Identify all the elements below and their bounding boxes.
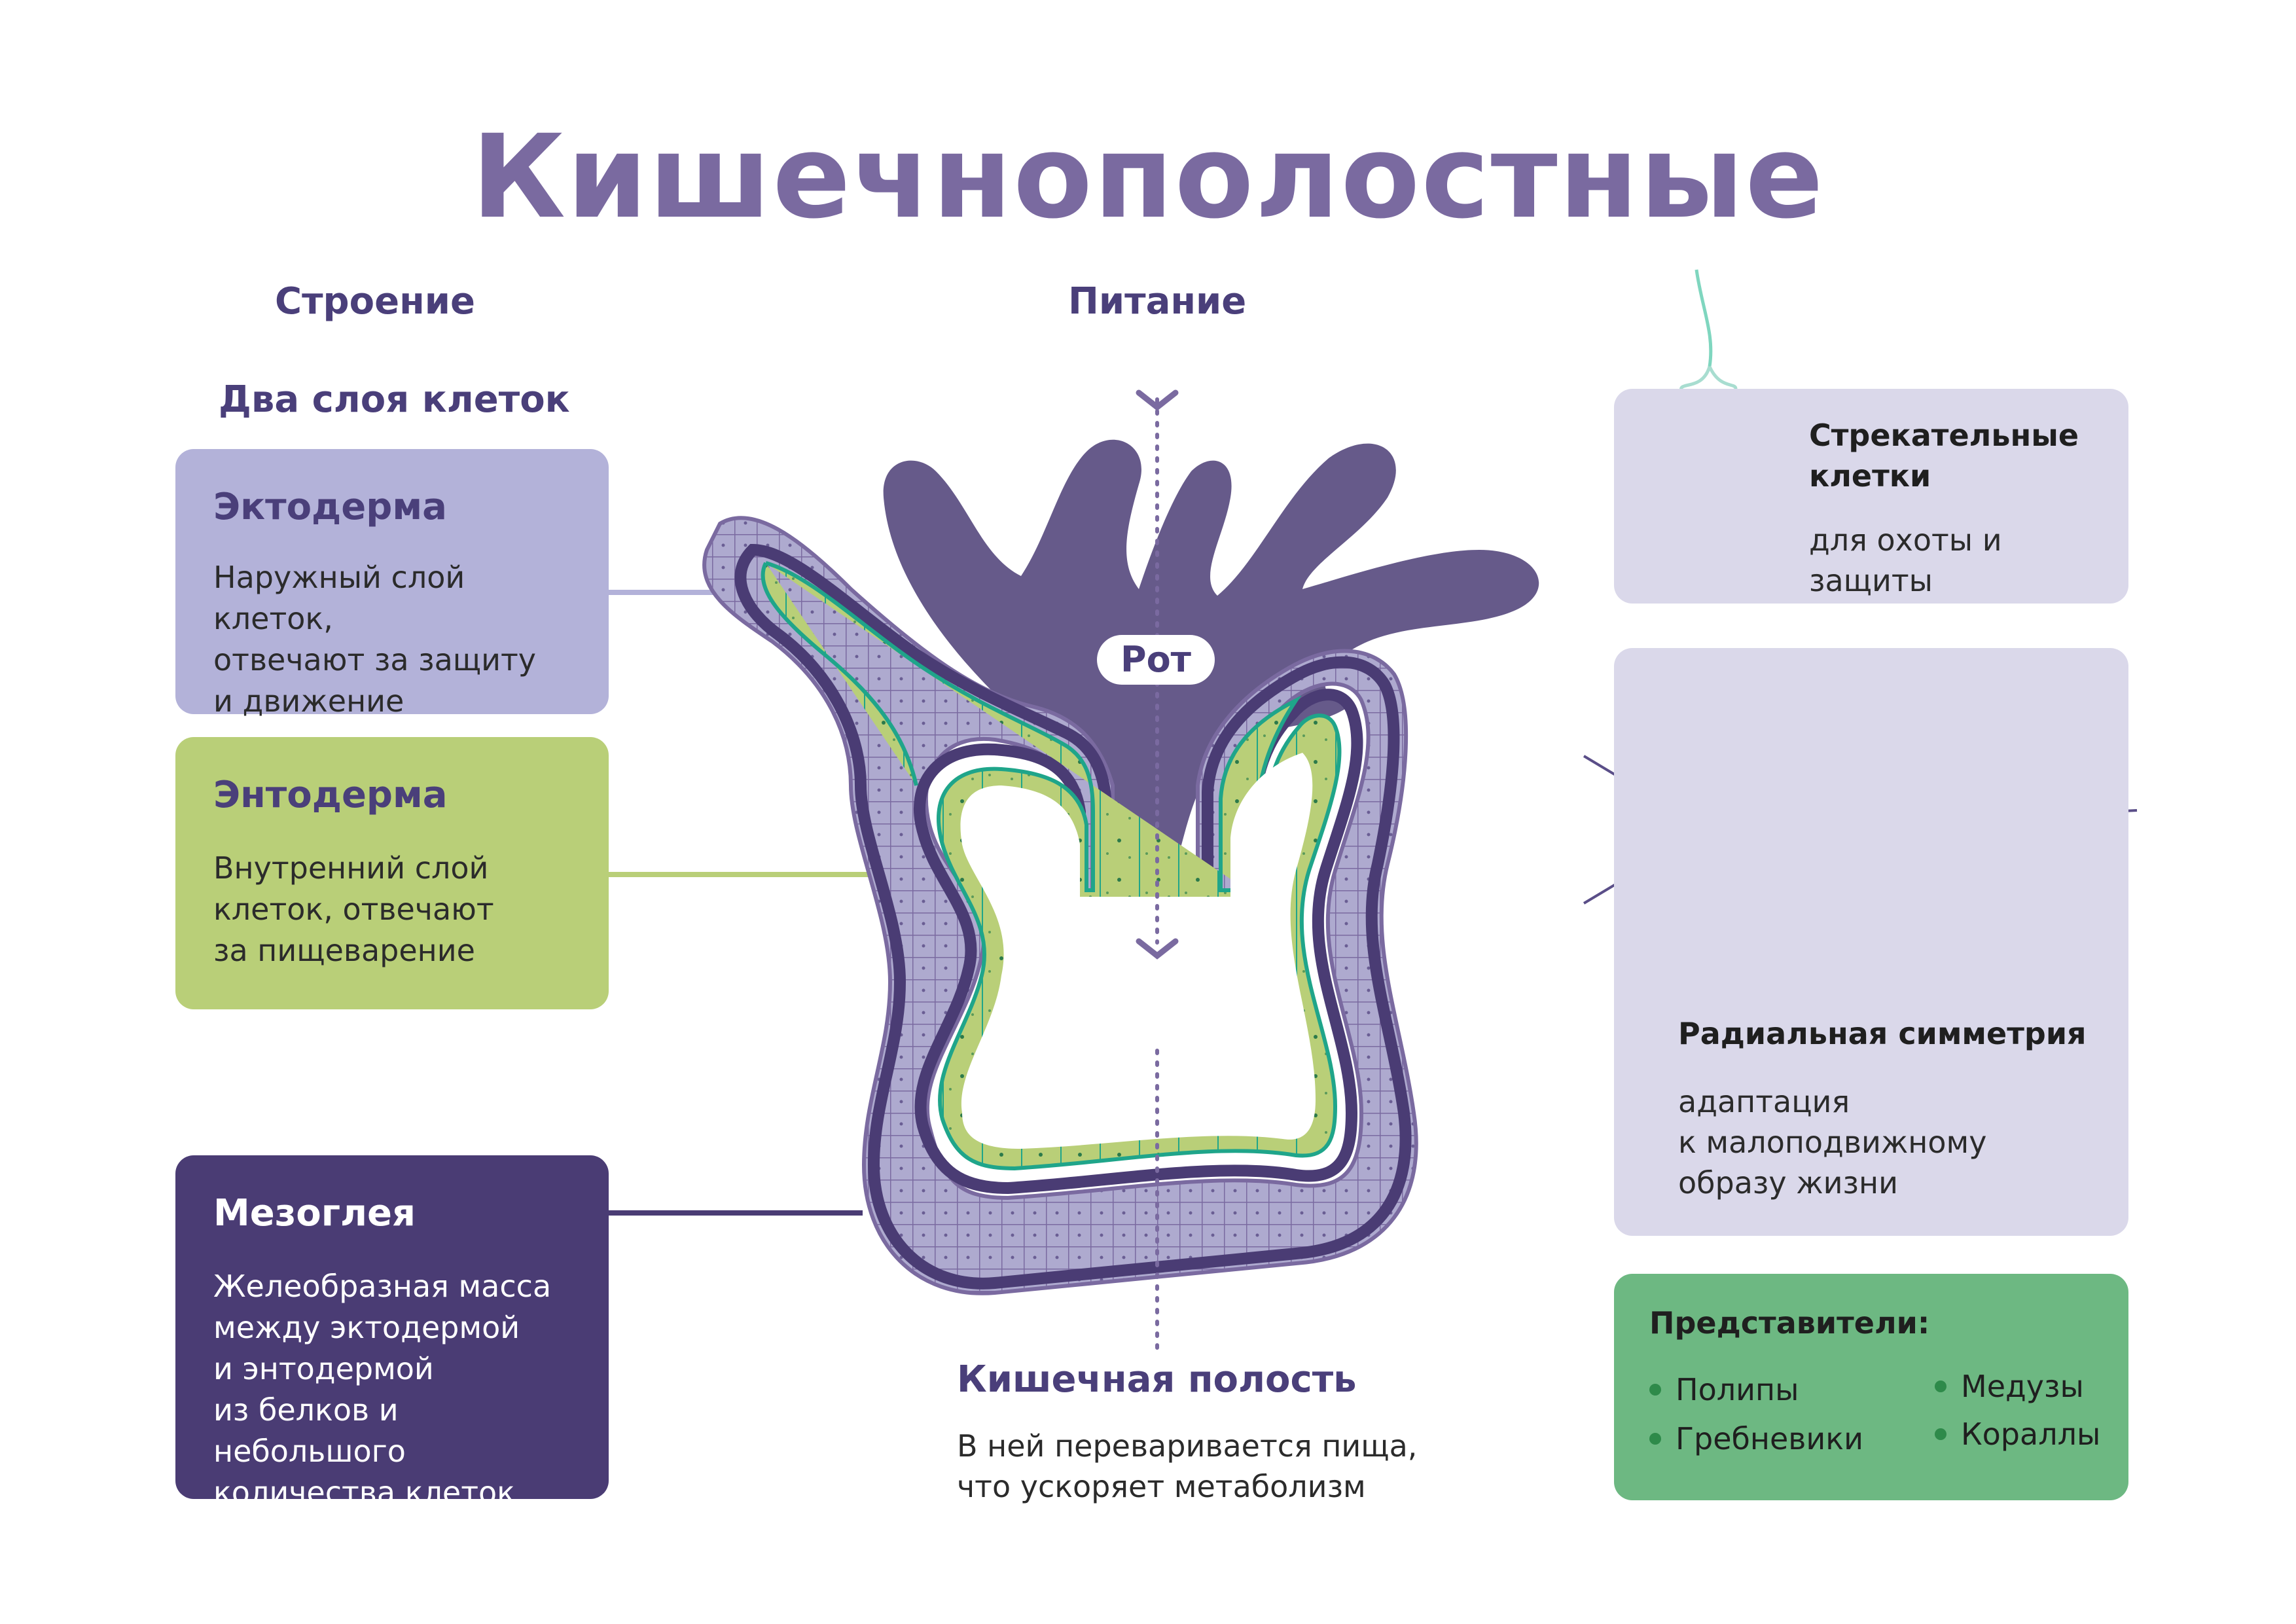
page-title: Кишечнополостные: [471, 110, 1825, 244]
stinging-text: для охоты и защиты: [1809, 522, 2002, 598]
stinging-title-1: Стрекательные: [1809, 418, 2079, 453]
stinging-cells-card: Стрекательные клетки для охоты и защиты: [1614, 389, 2128, 604]
representatives-card: Представители: Полипы Гребневики Медузы …: [1614, 1274, 2128, 1500]
section-nutrition: Питание: [1068, 280, 1247, 323]
endoderm-text-2: клеток, отвечают: [213, 892, 494, 927]
cavity-text-1: В ней переваривается пища,: [957, 1428, 1418, 1464]
section-structure: Строение: [275, 280, 476, 323]
representatives-title: Представители:: [1649, 1305, 1930, 1341]
mesoglea-card: Мезоглея Желеобразная масса между эктоде…: [175, 1155, 609, 1510]
rep-item-ctenophores: Гребневики: [1649, 1421, 1863, 1456]
endoderm-title: Энтодерма: [213, 774, 448, 816]
mesoglea-text-5: количества клеток: [213, 1475, 515, 1510]
mesoglea-text-3: и энтодермой: [213, 1351, 434, 1386]
radial-title: Радиальная симметрия: [1678, 1016, 2087, 1051]
ectoderm-text-1: Наружный слой клеток,: [213, 560, 465, 636]
rep-item-corals: Кораллы: [1935, 1416, 2100, 1452]
mesoglea-layer: [734, 543, 1412, 1290]
cavity-title: Кишечная полость: [957, 1358, 1357, 1401]
mesoglea-title: Мезоглея: [213, 1192, 416, 1235]
mesoglea-text-2: между эктодермой: [213, 1310, 520, 1345]
endoderm-text-1: Внутренний слой: [213, 850, 489, 886]
radial-symmetry-card: Радиальная симметрия адаптация к малопод…: [1614, 648, 2128, 1236]
radial-text-2: к малоподвижному: [1678, 1125, 1987, 1160]
endoderm-card: Энтодерма Внутренний слой клеток, отвеча…: [175, 737, 609, 1009]
two-layers-heading: Два слоя клеток: [219, 378, 570, 421]
cavity-text-2: что ускоряет метаболизм: [957, 1469, 1366, 1504]
mouth-label: Рот: [1097, 635, 1215, 685]
ectoderm-title: Эктодерма: [213, 486, 447, 528]
gut-cavity: [960, 753, 1316, 1149]
ectoderm-text-3: и движение: [213, 683, 404, 719]
arrow-down-icon: [1136, 938, 1179, 960]
endoderm-text-3: за пищеварение: [213, 933, 475, 968]
mesoglea-text-1: Желеобразная масса: [213, 1269, 552, 1304]
radial-text-3: образу жизни: [1678, 1165, 1898, 1200]
ectoderm-text-2: отвечают за защиту: [213, 642, 537, 677]
rep-item-polyps: Полипы: [1649, 1372, 1799, 1407]
arrow-down-icon: [1136, 389, 1179, 411]
mesoglea-text-4: из белков и небольшого: [213, 1392, 406, 1469]
stinging-title-2: клетки: [1809, 458, 1931, 494]
ectoderm-card: Эктодерма Наружный слой клеток, отвечают…: [175, 449, 609, 719]
rep-item-medusae: Медузы: [1935, 1369, 2084, 1404]
radial-text-1: адаптация: [1678, 1084, 1850, 1119]
